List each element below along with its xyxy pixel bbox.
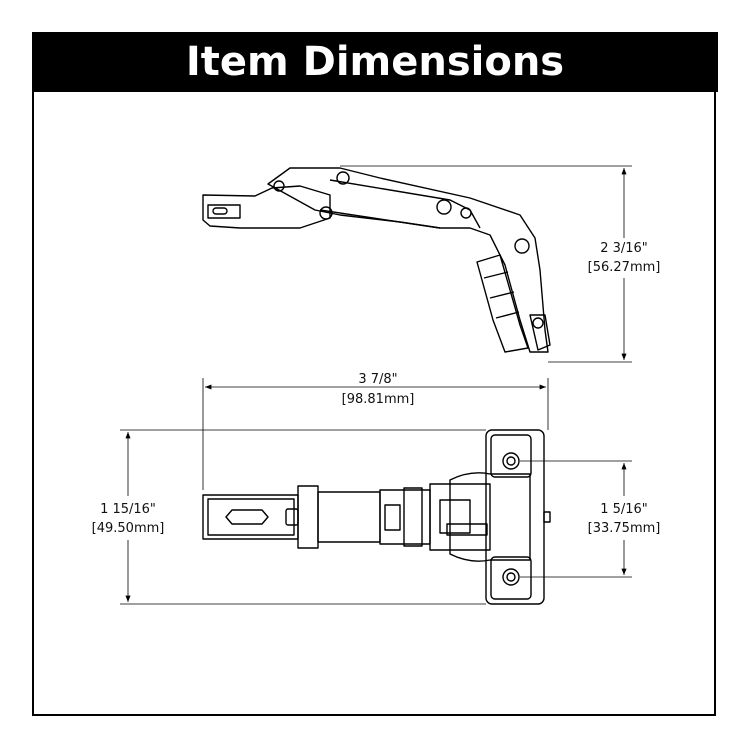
- page-title: Item Dimensions: [185, 39, 565, 85]
- title-banner: Item Dimensions: [32, 32, 718, 92]
- dimension-lines: [120, 165, 632, 605]
- hinge-side-view: [202, 167, 551, 353]
- hole-spacing-imperial: 1 5/16": [600, 502, 648, 517]
- side-height-imperial: 2 3/16": [600, 241, 648, 256]
- overall-height-imperial: 1 15/16": [100, 502, 156, 517]
- length-metric: [98.81mm]: [342, 392, 415, 407]
- length-imperial: 3 7/8": [358, 372, 397, 387]
- hinge-top-view: [202, 429, 551, 605]
- side-height-metric: [56.27mm]: [588, 260, 661, 275]
- dimension-labels: 2 3/16" [56.27mm] 3 7/8" [98.81mm] 1 15/…: [92, 241, 661, 536]
- overall-height-metric: [49.50mm]: [92, 521, 165, 536]
- hole-spacing-metric: [33.75mm]: [588, 521, 661, 536]
